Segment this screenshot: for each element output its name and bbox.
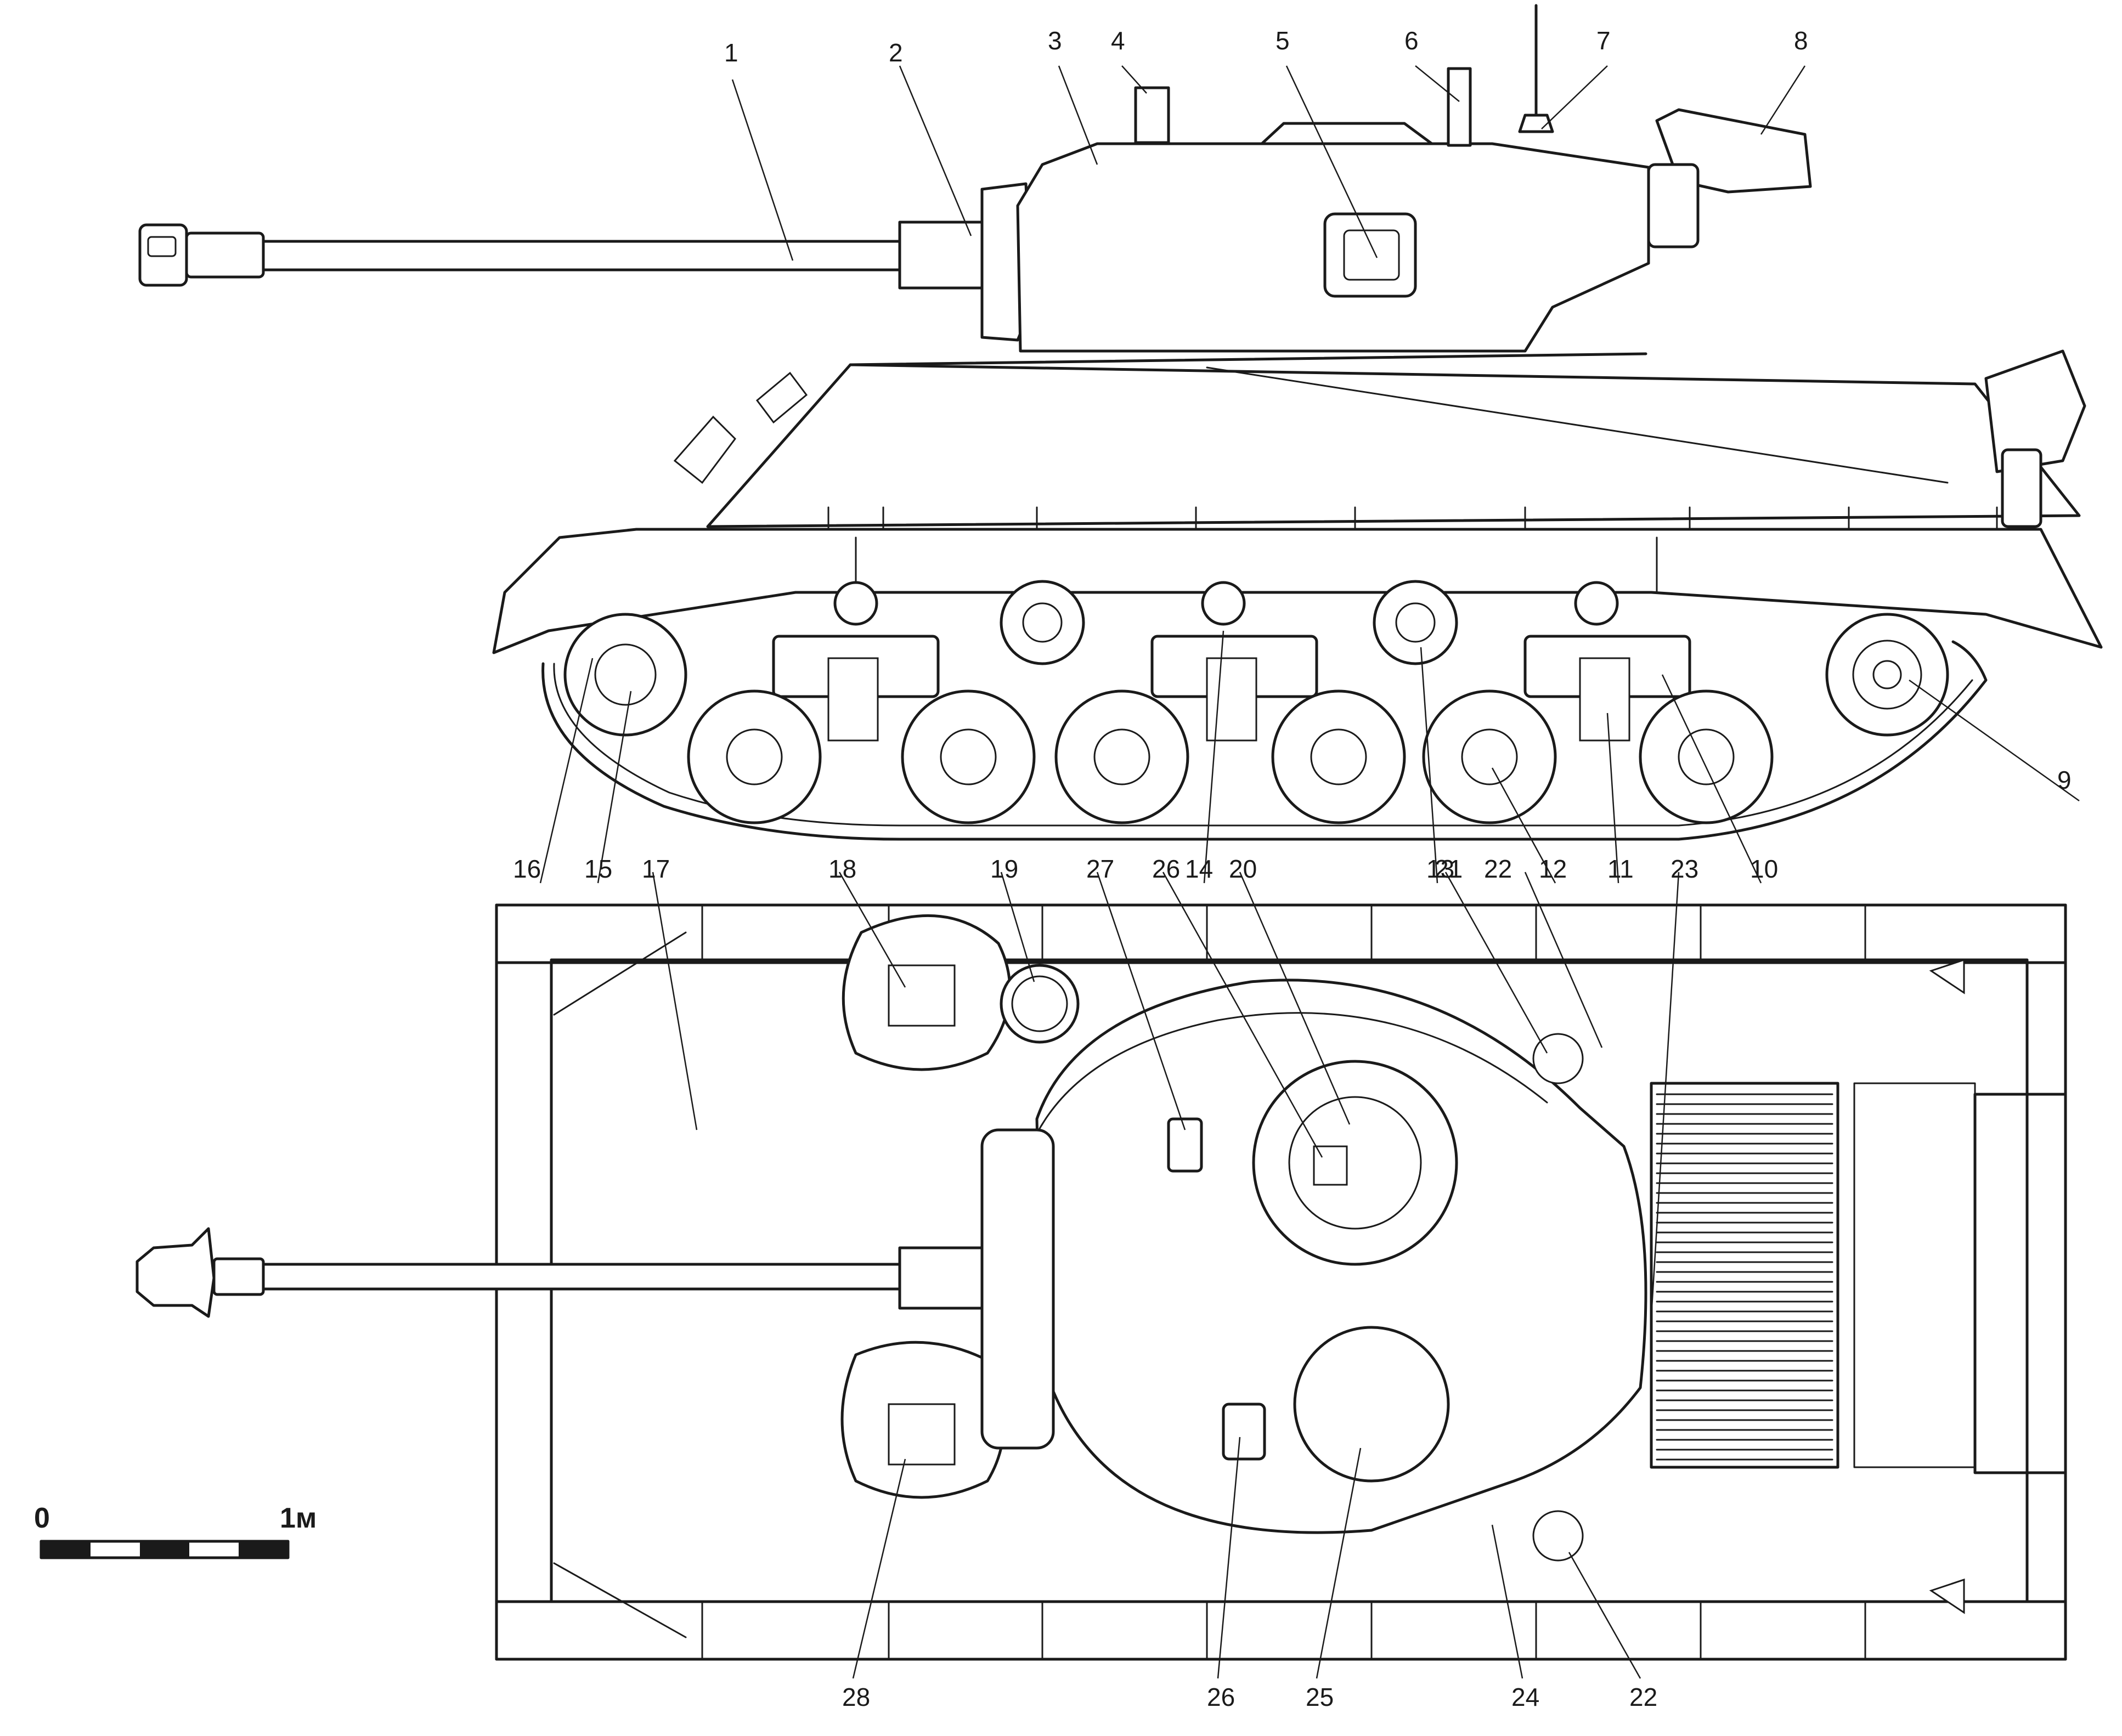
callout-24: 24 — [1511, 1683, 1539, 1711]
callout-11: 11 — [1607, 855, 1634, 883]
callout-26-top: 26 — [1152, 855, 1180, 883]
side-track — [541, 640, 1988, 841]
callout-27: 27 — [1086, 855, 1114, 883]
side-drive-sprocket — [563, 613, 687, 737]
top-loader-hatch — [1293, 1326, 1450, 1483]
callout-22-bottom: 22 — [1629, 1683, 1657, 1711]
callout-1: 1 — [724, 38, 738, 67]
top-mantlet — [980, 1128, 1055, 1450]
callout-21: 21 — [1435, 855, 1463, 883]
side-suspension-bogies — [772, 635, 1691, 742]
callout-leaders — [539, 65, 2080, 1679]
callout-5: 5 — [1276, 26, 1290, 55]
callout-25: 25 — [1306, 1683, 1334, 1711]
top-engine-deck — [1650, 1082, 1976, 1469]
callout-2: 2 — [889, 38, 903, 67]
side-stanchions — [827, 506, 1998, 530]
callout-28: 28 — [842, 1683, 870, 1711]
scale-end-label: 1м — [280, 1502, 317, 1534]
callout-20: 20 — [1229, 855, 1257, 883]
callout-22-top: 22 — [1484, 855, 1512, 883]
callout-18: 18 — [828, 855, 856, 883]
callout-13: 13 — [1426, 855, 1454, 883]
top-view — [136, 903, 2067, 1661]
top-driver-hatches — [840, 914, 1012, 1499]
top-gun-barrel — [136, 1227, 984, 1318]
callout-19: 19 — [990, 855, 1018, 883]
callout-12: 12 — [1539, 855, 1567, 883]
callout-3: 3 — [1048, 26, 1062, 55]
callout-10: 10 — [1750, 855, 1778, 883]
callout-26-bottom: 26 — [1207, 1683, 1235, 1711]
side-road-wheels — [687, 689, 1774, 824]
top-periscope-front — [1167, 1117, 1203, 1173]
callout-23: 23 — [1670, 855, 1698, 883]
top-lifting-rings — [1532, 1033, 1584, 1562]
callout-labels: 1 2 3 4 5 6 7 8 9 10 11 12 13 14 15 16 1… — [513, 26, 2072, 1711]
callout-16: 16 — [513, 855, 541, 883]
callout-7: 7 — [1596, 26, 1611, 55]
top-commander-cupola — [1252, 1060, 1458, 1266]
side-upper-hull — [706, 363, 2081, 528]
callout-14: 14 — [1185, 855, 1213, 883]
top-periscope-rear — [1222, 1403, 1266, 1461]
scale-start-label: 0 — [34, 1502, 50, 1534]
side-idler-wheel — [1825, 613, 1949, 737]
callout-8: 8 — [1794, 26, 1808, 55]
callout-6: 6 — [1404, 26, 1419, 55]
scale-bar: 0 1м — [34, 1502, 317, 1559]
side-view — [138, 4, 2103, 841]
side-return-rollers — [833, 580, 1619, 665]
callout-4: 4 — [1111, 26, 1125, 55]
top-fender-segments — [701, 904, 1866, 1660]
side-fender — [492, 528, 2103, 654]
callout-9: 9 — [2057, 766, 2072, 794]
callout-17: 17 — [642, 855, 670, 883]
callout-15: 15 — [584, 855, 612, 883]
top-ventilator — [1000, 964, 1080, 1044]
side-gun-barrel — [138, 220, 989, 290]
